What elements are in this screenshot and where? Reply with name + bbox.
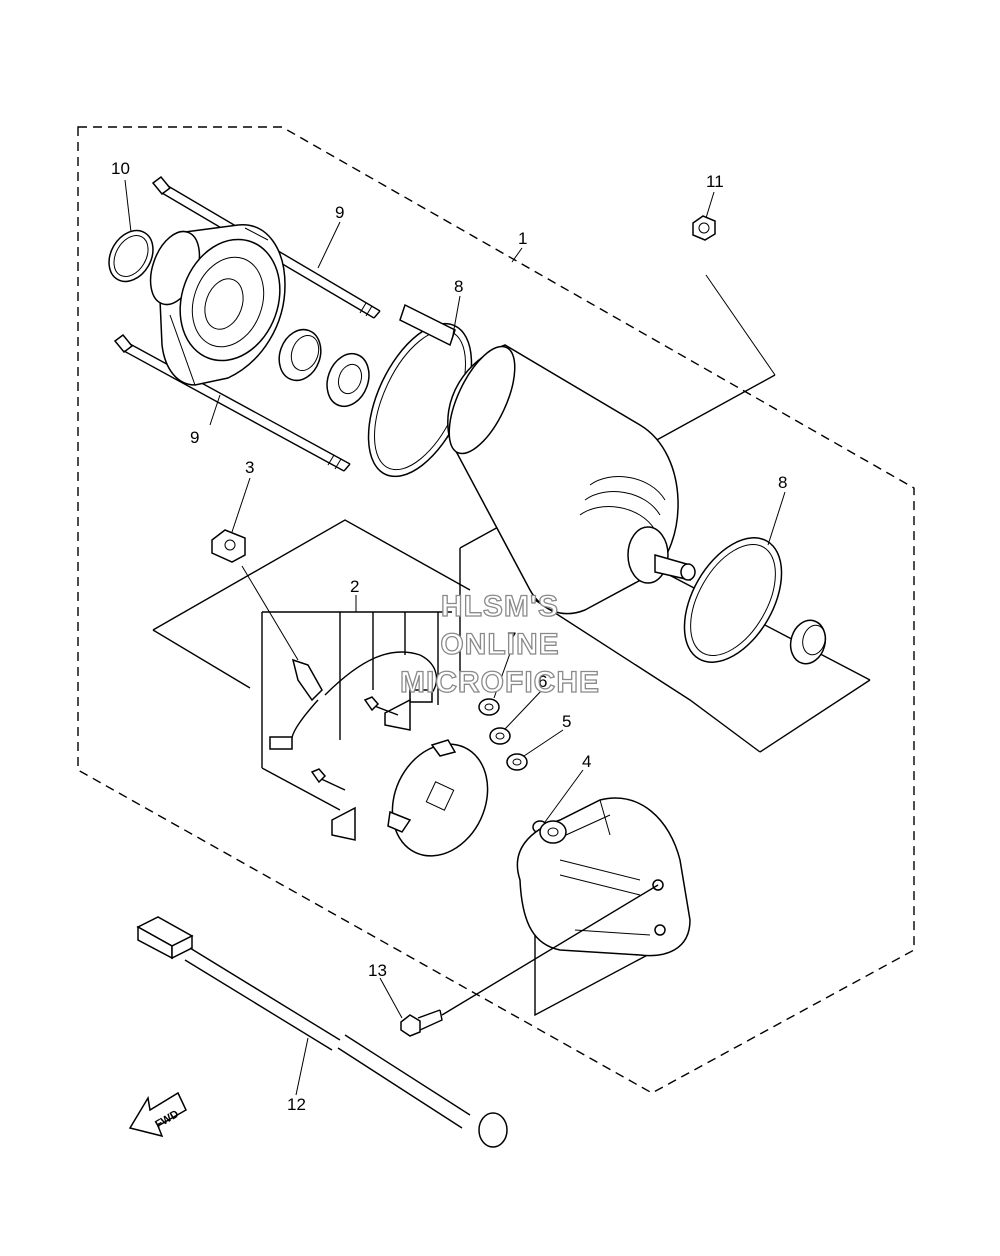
front-cover bbox=[149, 224, 286, 386]
o-ring-8-rear bbox=[683, 537, 783, 663]
callout-11: 11 bbox=[706, 172, 724, 191]
brush-assembly-plane bbox=[152, 519, 761, 753]
o-ring-10 bbox=[108, 229, 154, 283]
callout-9-lower: 9 bbox=[190, 428, 199, 447]
bearing bbox=[278, 328, 322, 382]
watermark-line-1: HLSM'S bbox=[441, 590, 559, 623]
oil-seal bbox=[326, 352, 370, 408]
starter-yoke-armature bbox=[399, 303, 696, 615]
washer-6 bbox=[489, 727, 511, 745]
bracket-3 bbox=[211, 529, 246, 563]
through-bolt-9-lower bbox=[113, 333, 351, 472]
washer-5 bbox=[506, 753, 528, 771]
bolt-13 bbox=[400, 884, 659, 1037]
callout-8-rear: 8 bbox=[778, 473, 787, 492]
callout-7: 7 bbox=[507, 629, 516, 648]
leader-lines bbox=[124, 179, 786, 1096]
assembly-boundary-dashed bbox=[77, 126, 915, 1094]
callout-1: 1 bbox=[518, 229, 527, 248]
callout-3: 3 bbox=[245, 458, 254, 477]
rear-cover bbox=[516, 797, 691, 957]
roller-bearing-rear bbox=[789, 619, 827, 665]
watermark-line-2: ONLINE bbox=[440, 628, 559, 661]
brush-holder-assembly-2 bbox=[261, 611, 489, 857]
callout-10: 10 bbox=[111, 159, 130, 178]
callout-8-front: 8 bbox=[454, 277, 463, 296]
callout-numbers: 10 9 1 8 11 9 3 8 2 7 6 5 4 13 12 bbox=[111, 159, 787, 1114]
callout-12: 12 bbox=[287, 1095, 306, 1114]
callout-9-upper: 9 bbox=[335, 203, 344, 222]
lead-wire-12 bbox=[136, 916, 508, 1148]
watermark: HLSM'S ONLINE MICROFICHE bbox=[399, 589, 600, 699]
callout-2: 2 bbox=[350, 577, 359, 596]
fwd-arrow: FWD bbox=[128, 1091, 187, 1138]
callout-4: 4 bbox=[582, 752, 591, 771]
nut-11 bbox=[692, 215, 716, 241]
callout-13: 13 bbox=[368, 961, 387, 980]
callout-6: 6 bbox=[538, 672, 547, 691]
watermark-line-3: MICROFICHE bbox=[400, 666, 600, 699]
washer-7 bbox=[478, 698, 500, 716]
callout-5: 5 bbox=[562, 712, 571, 731]
